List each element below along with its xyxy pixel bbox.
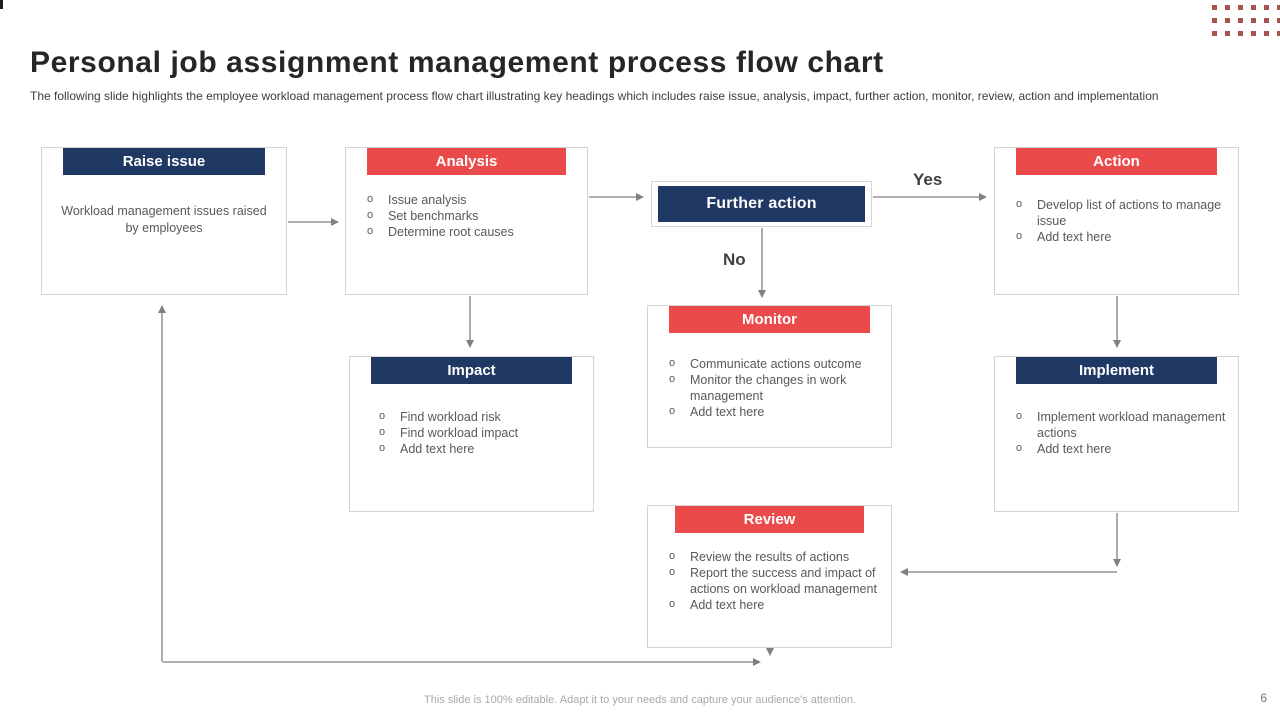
node-monitor-bullets: Communicate actions outcome Monitor the … (660, 355, 887, 420)
node-action-title: Action (1093, 153, 1140, 170)
node-raise-issue-title: Raise issue (122, 153, 206, 170)
node-further-action-box: Further action (658, 186, 865, 222)
node-action-header: Action (1016, 148, 1217, 175)
footer-note: This slide is 100% editable. Adapt it to… (424, 694, 856, 706)
node-raise-issue-body: Workload management issues raised by emp… (61, 204, 267, 235)
node-impact-bullets: Find workload risk Find workload impact … (370, 408, 589, 457)
bullet-item: Issue analysis (358, 191, 583, 208)
node-implement-header: Implement (1016, 357, 1217, 384)
node-impact-header: Impact (371, 357, 572, 384)
branch-label-no: No (723, 250, 746, 269)
bullet-item: Develop list of actions to manage issue (1007, 196, 1234, 229)
node-monitor: Monitor Communicate actions outcome Moni… (647, 305, 892, 448)
bullet-item: Communicate actions outcome (660, 355, 887, 372)
bullet-item: Determine root causes (358, 223, 583, 240)
bullet-item: Set benchmarks (358, 207, 583, 224)
bullet-item: Monitor the changes in work management (660, 371, 887, 404)
node-analysis: Analysis Issue analysis Set benchmarks D… (345, 147, 588, 295)
bullet-item: Add text here (1007, 440, 1234, 457)
node-monitor-title: Monitor (742, 311, 797, 328)
bullet-item: Report the success and impact of actions… (660, 564, 887, 597)
page-title: Personal job assignment management proce… (30, 46, 884, 80)
bullet-item: Find workload risk (370, 408, 589, 425)
bullet-item: Implement workload management actions (1007, 408, 1234, 441)
node-implement: Implement Implement workload management … (994, 356, 1239, 512)
bullet-item: Find workload impact (370, 424, 589, 441)
node-review: Review Review the results of actions Rep… (647, 505, 892, 648)
node-raise-issue: Raise issue Workload management issues r… (41, 147, 287, 295)
branch-label-yes: Yes (913, 170, 943, 189)
bullet-item: Add text here (370, 440, 589, 457)
node-analysis-title: Analysis (435, 153, 498, 170)
bullet-item: Add text here (660, 403, 887, 420)
corner-mark (0, 0, 3, 9)
node-analysis-header: Analysis (367, 148, 566, 175)
node-impact-title: Impact (447, 362, 496, 379)
node-further-action-title: Further action (706, 195, 817, 212)
node-review-title: Review (743, 511, 796, 528)
bullet-item: Add text here (660, 596, 887, 613)
node-action-bullets: Develop list of actions to manage issue … (1007, 196, 1234, 245)
page-subtitle: The following slide highlights the emplo… (30, 89, 1159, 103)
node-implement-bullets: Implement workload management actions Ad… (1007, 408, 1234, 457)
node-impact: Impact Find workload risk Find workload … (349, 356, 594, 512)
node-review-header: Review (675, 506, 864, 533)
page-number: 6 (1260, 691, 1267, 705)
dots-decoration (1212, 5, 1280, 44)
node-monitor-header: Monitor (669, 306, 870, 333)
node-analysis-bullets: Issue analysis Set benchmarks Determine … (358, 191, 583, 240)
bullet-item: Review the results of actions (660, 548, 887, 565)
node-review-bullets: Review the results of actions Report the… (660, 548, 887, 613)
node-implement-title: Implement (1078, 362, 1154, 379)
node-further-action: Further action (651, 181, 872, 227)
node-raise-issue-header: Raise issue (63, 148, 265, 175)
bullet-item: Add text here (1007, 228, 1234, 245)
node-action: Action Develop list of actions to manage… (994, 147, 1239, 295)
